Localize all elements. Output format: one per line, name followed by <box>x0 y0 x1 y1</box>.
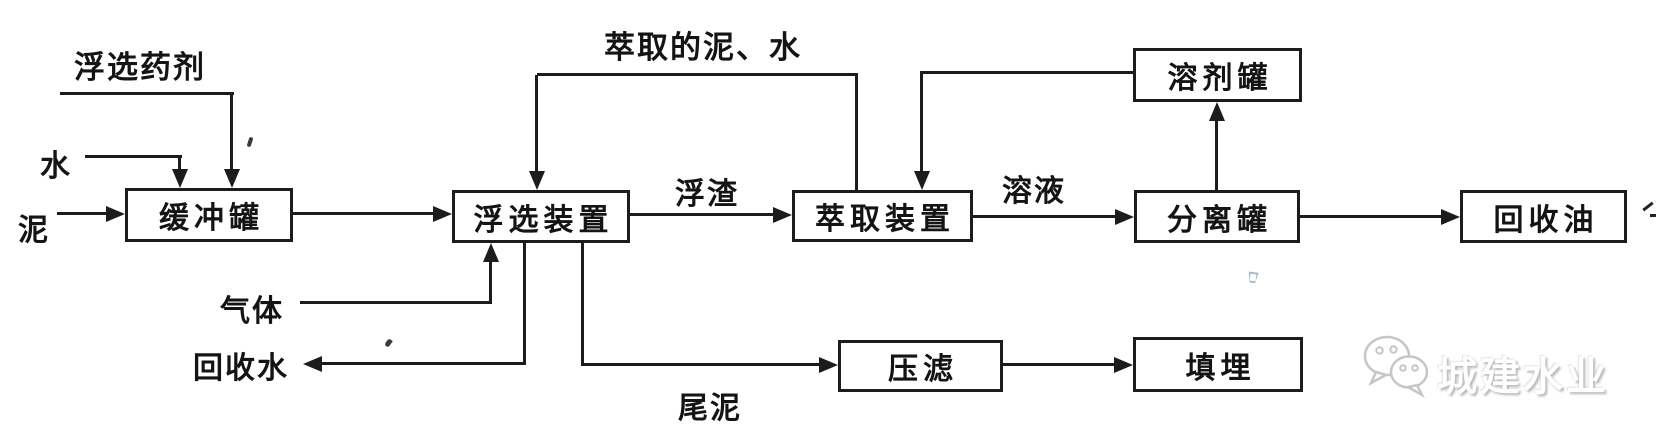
label-solution: 溶液 <box>1002 175 1066 208</box>
edge-separator-to-solvent-line <box>1215 119 1218 190</box>
blue-cursor-artifact <box>1247 271 1258 283</box>
edge-tail-mud-arrowhead-icon <box>819 357 838 373</box>
node-flotation-unit: 浮选装置 <box>452 190 630 243</box>
node-extraction-unit: 萃取装置 <box>792 190 973 242</box>
edge-water-arrowhead-icon <box>172 169 188 188</box>
watermark-text: 城建水业 <box>1437 355 1609 399</box>
label-recovered-water: 回收水 <box>193 352 289 385</box>
node-buffer-tank: 缓冲罐 <box>125 188 293 242</box>
edge-scum-arrowhead-icon <box>773 207 792 223</box>
edge-reagent-arrowhead-icon <box>224 169 240 188</box>
edge-recovered-water-line-v <box>523 243 526 365</box>
edge-solution-arrowhead-icon <box>1115 209 1134 225</box>
edge-gas-arrowhead-icon <box>483 243 499 262</box>
edge-gas-line-v <box>489 261 492 304</box>
node-recovered-oil: 回收油 <box>1460 190 1627 243</box>
edge-separator-to-solvent-arrowhead-icon <box>1209 102 1225 121</box>
edge-scum-line <box>630 213 775 216</box>
edge-filter-to-landfill-arrowhead-icon <box>1114 357 1133 373</box>
node-separation-tank: 分离罐 <box>1134 190 1300 243</box>
label-tail-mud: 尾泥 <box>678 392 742 425</box>
edge-tail-mud-line-v <box>581 243 584 366</box>
edge-reagent-line-v <box>230 92 233 170</box>
edge-separator-to-oil-arrowhead-icon <box>1441 209 1460 225</box>
edge-solvent-feed-line-v <box>920 71 923 171</box>
edge-reagent-line-h <box>60 92 234 95</box>
label-scum: 浮渣 <box>675 178 739 211</box>
label-gas: 气体 <box>220 295 284 328</box>
label-mud: 泥 <box>18 214 50 247</box>
edge-mud-line <box>57 212 108 215</box>
edge-water-line-h <box>85 155 182 158</box>
edge-solution-line <box>973 215 1117 218</box>
scan-speck <box>246 136 254 148</box>
node-solvent-tank: 溶剂罐 <box>1133 48 1302 102</box>
edge-tail-mud-line-h <box>581 363 821 366</box>
edge-buffer-to-flotation-arrowhead-icon <box>433 206 452 222</box>
wechat-icon <box>1363 335 1429 399</box>
label-flotation-reagent: 浮选药剂 <box>74 50 206 85</box>
edge-solvent-feed-arrowhead-icon <box>914 171 930 190</box>
edge-recovered-water-arrowhead-icon <box>303 356 322 372</box>
edge-recycle-line-v-right <box>855 75 858 190</box>
edge-gas-line-h <box>300 301 492 304</box>
node-press-filter: 压滤 <box>838 340 1003 392</box>
edge-buffer-to-flotation-line <box>293 212 434 215</box>
edge-recycle-line-h <box>537 73 858 76</box>
edge-solvent-feed-line-h <box>922 71 1133 74</box>
edge-filter-to-landfill-line <box>1003 363 1115 366</box>
label-extracted-mud-water: 萃取的泥、水 <box>604 30 802 65</box>
edge-recycle-arrowhead-icon <box>529 171 545 190</box>
label-water: 水 <box>40 150 72 183</box>
edge-separator-to-oil-line <box>1300 215 1443 218</box>
edge-clipped-mark <box>1642 201 1654 212</box>
edge-water-line-v <box>178 155 181 171</box>
edge-recovered-water-line-h <box>321 362 526 365</box>
scan-speck <box>384 338 393 348</box>
edge-clipped-mark <box>1650 214 1656 217</box>
node-landfill: 填埋 <box>1133 337 1303 392</box>
edge-mud-arrowhead-icon <box>106 206 125 222</box>
edge-recycle-line-v-left <box>535 75 538 172</box>
